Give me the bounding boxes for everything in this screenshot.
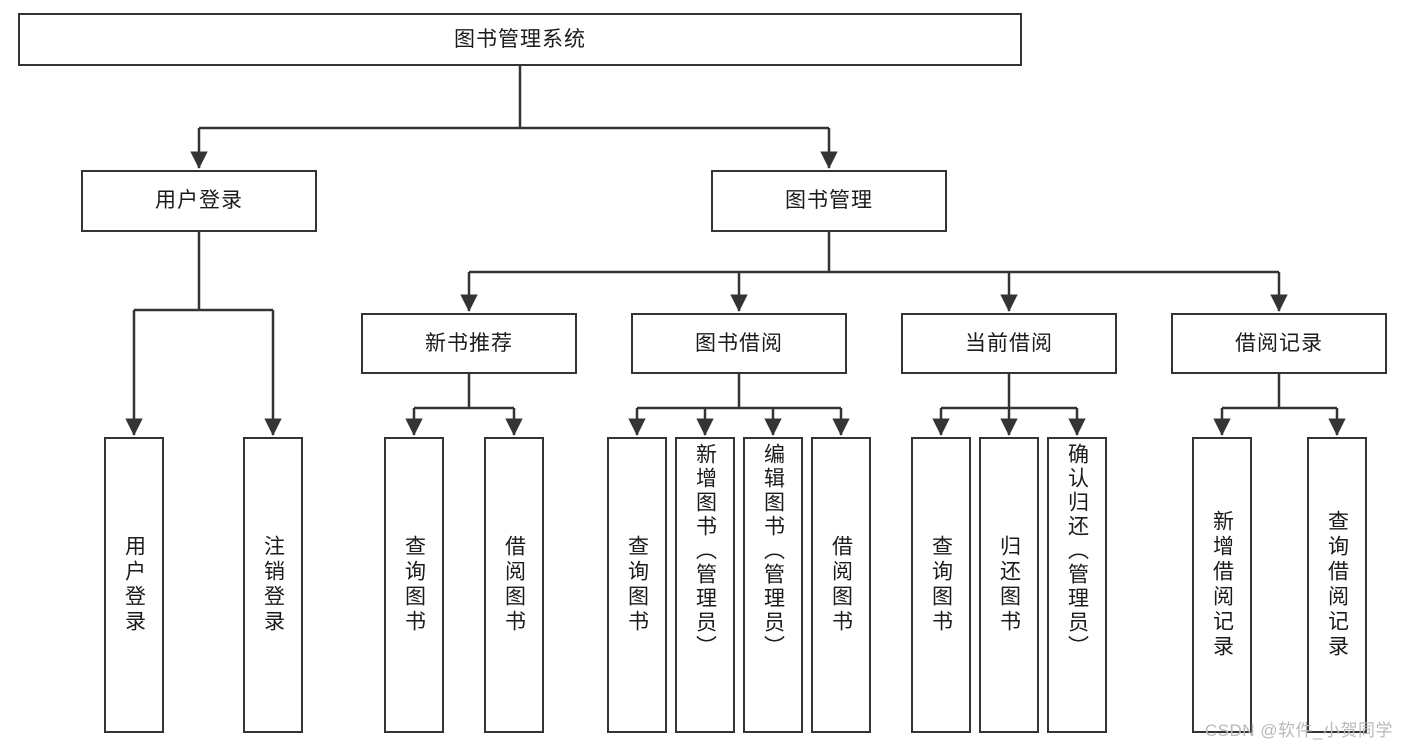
node-book-manage[interactable]: 图书管理 bbox=[711, 170, 947, 232]
leaf-borrow-book-1[interactable]: 借阅图书 bbox=[484, 437, 544, 733]
node-root[interactable]: 图书管理系统 bbox=[18, 13, 1022, 66]
node-borrow-record-label: 借阅记录 bbox=[1235, 331, 1323, 355]
node-user-login-label: 用户登录 bbox=[155, 189, 243, 213]
leaf-query-book-3-label: 查询图书 bbox=[929, 535, 953, 635]
leaf-confirm-return-label: 确认归还（管理员） bbox=[1065, 443, 1089, 659]
node-root-label: 图书管理系统 bbox=[454, 27, 586, 51]
leaf-add-record[interactable]: 新增借阅记录 bbox=[1192, 437, 1252, 733]
node-current-borrow-label: 当前借阅 bbox=[965, 331, 1053, 355]
leaf-user-login[interactable]: 用户登录 bbox=[104, 437, 164, 733]
leaf-borrow-book-1-label: 借阅图书 bbox=[502, 535, 526, 635]
node-book-manage-label: 图书管理 bbox=[785, 189, 873, 213]
leaf-add-book[interactable]: 新增图书（管理员） bbox=[675, 437, 735, 733]
node-current-borrow[interactable]: 当前借阅 bbox=[901, 313, 1117, 374]
leaf-edit-book-label: 编辑图书（管理员） bbox=[761, 443, 785, 659]
leaf-query-book-3[interactable]: 查询图书 bbox=[911, 437, 971, 733]
leaf-confirm-return[interactable]: 确认归还（管理员） bbox=[1047, 437, 1107, 733]
leaf-borrow-book-2-label: 借阅图书 bbox=[829, 535, 853, 635]
leaf-return-book-label: 归还图书 bbox=[997, 535, 1021, 635]
leaf-edit-book[interactable]: 编辑图书（管理员） bbox=[743, 437, 803, 733]
node-new-book-recommend[interactable]: 新书推荐 bbox=[361, 313, 577, 374]
leaf-logout-login-label: 注销登录 bbox=[261, 535, 285, 635]
watermark-text: CSDN @软件_小贺同学 bbox=[1204, 721, 1393, 740]
node-book-borrow[interactable]: 图书借阅 bbox=[631, 313, 847, 374]
leaf-user-login-label: 用户登录 bbox=[122, 535, 146, 635]
leaf-query-book-1[interactable]: 查询图书 bbox=[384, 437, 444, 733]
leaf-query-book-2-label: 查询图书 bbox=[625, 535, 649, 635]
leaf-query-record-label: 查询借阅记录 bbox=[1325, 510, 1349, 660]
leaf-borrow-book-2[interactable]: 借阅图书 bbox=[811, 437, 871, 733]
node-new-book-recommend-label: 新书推荐 bbox=[425, 331, 513, 355]
leaf-query-book-1-label: 查询图书 bbox=[402, 535, 426, 635]
node-book-borrow-label: 图书借阅 bbox=[695, 331, 783, 355]
leaf-logout-login[interactable]: 注销登录 bbox=[243, 437, 303, 733]
leaf-query-book-2[interactable]: 查询图书 bbox=[607, 437, 667, 733]
leaf-return-book[interactable]: 归还图书 bbox=[979, 437, 1039, 733]
node-borrow-record[interactable]: 借阅记录 bbox=[1171, 313, 1387, 374]
leaf-add-record-label: 新增借阅记录 bbox=[1210, 510, 1234, 660]
node-user-login[interactable]: 用户登录 bbox=[81, 170, 317, 232]
leaf-add-book-label: 新增图书（管理员） bbox=[693, 443, 717, 659]
leaf-query-record[interactable]: 查询借阅记录 bbox=[1307, 437, 1367, 733]
